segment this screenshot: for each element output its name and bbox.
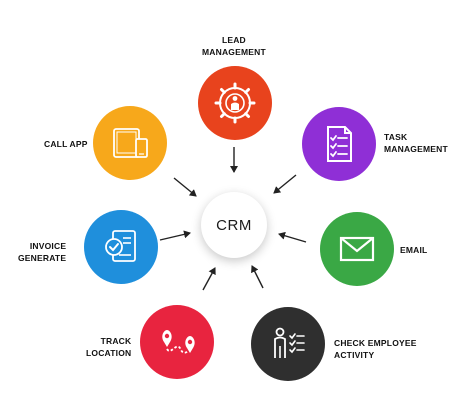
lead-management-label: LEAD MANAGEMENT: [202, 35, 266, 57]
invoice-check-icon: [105, 230, 136, 262]
check-employee-activity-label: CHECK EMPLOYEE ACTIVITY: [334, 338, 417, 360]
track-location-node: [140, 305, 214, 379]
map-route-icon: [162, 330, 195, 354]
gear-person-icon: [214, 82, 256, 124]
email-label: EMAIL: [400, 245, 428, 255]
invoice-generate-label: INVOICE GENERATE: [18, 241, 67, 263]
envelope-icon: [339, 236, 375, 262]
crm-center-node: CRM: [201, 192, 267, 258]
track-location-label: TRACK LOCATION: [86, 336, 132, 358]
arrow-callapp: [173, 177, 197, 197]
check-employee-activity-node: [251, 307, 325, 381]
task-management-label: TASK MANAGEMENT: [384, 132, 448, 154]
call-app-node: [93, 106, 167, 180]
arrow-track: [202, 267, 216, 291]
checklist-document-icon: [327, 126, 352, 162]
email-node: [320, 212, 394, 286]
lead-management-node: [198, 66, 272, 140]
arrow-employee: [251, 265, 264, 289]
call-app-label: CALL APP: [44, 139, 88, 149]
invoice-generate-node: [84, 210, 158, 284]
arrow-email: [278, 231, 307, 243]
tablet-phone-icon: [113, 128, 148, 158]
arrow-task: [273, 174, 297, 194]
task-management-node: [302, 107, 376, 181]
arrow-invoice: [159, 230, 191, 241]
crm-center-label: CRM: [216, 216, 252, 234]
person-checklist-icon: [274, 327, 305, 358]
